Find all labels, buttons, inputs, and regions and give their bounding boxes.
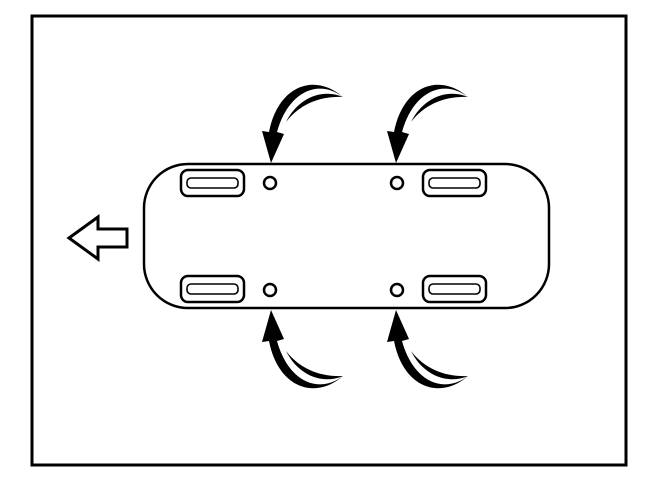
lift-point-front-right — [262, 282, 278, 298]
vehicle-body — [142, 162, 551, 310]
vehicle — [142, 162, 551, 310]
curved-arrow-rear-left-icon — [387, 84, 468, 163]
wheel-front-right — [179, 274, 246, 304]
curved-arrow-front-right-icon — [262, 310, 343, 389]
lift-point-rear-left — [389, 175, 405, 191]
diagram-frame — [30, 14, 628, 467]
curved-arrow-front-left-icon — [262, 84, 343, 163]
wheel-front-left — [179, 168, 246, 198]
curved-arrow-rear-right-icon — [387, 310, 468, 389]
lift-point-rear-right — [389, 282, 405, 298]
wheel-rear-left — [421, 168, 488, 198]
direction-arrow-left-icon — [66, 214, 129, 262]
wheel-rear-right — [421, 274, 488, 304]
lift-point-front-left — [262, 175, 278, 191]
